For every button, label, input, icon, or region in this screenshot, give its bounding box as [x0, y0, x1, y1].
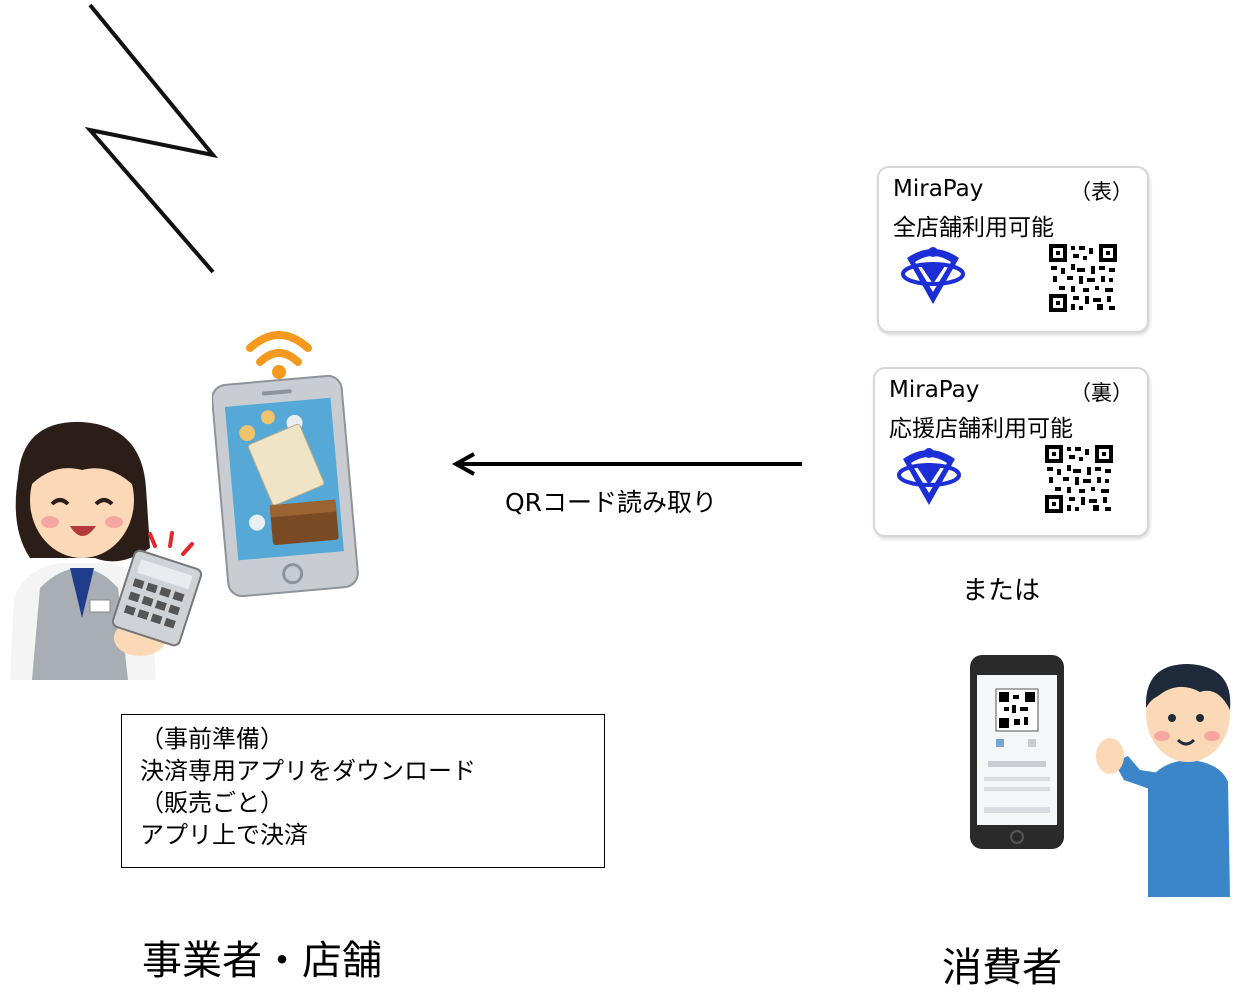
- notes-line: （事前準備）: [140, 725, 284, 753]
- merchant-clerk-illustration: [10, 421, 203, 680]
- qr-code-icon: [1045, 445, 1113, 513]
- merchant-label: 事業者・店舗: [142, 938, 382, 984]
- consumer-person-illustration: [1096, 664, 1231, 897]
- card-brand: MiraPay: [893, 176, 984, 202]
- emblem-logo-icon: [897, 448, 961, 505]
- notes-line: （販売ごと）: [140, 789, 284, 817]
- signal-zigzag-icon: [84, 3, 219, 274]
- card-side-label: （裏）: [1070, 381, 1133, 405]
- mirapay-card-back: MiraPay （裏） 応援店舗利用可能: [873, 367, 1149, 537]
- arrow-label: QRコード読み取り: [505, 488, 718, 517]
- merchant-smartphone-illustration: [212, 331, 359, 598]
- emblem-logo-icon: [901, 247, 965, 304]
- card-description: 全店舗利用可能: [893, 215, 1054, 241]
- qr-read-arrow: [451, 452, 802, 476]
- card-description: 応援店舗利用可能: [889, 416, 1073, 442]
- mirapay-card-front: MiraPay （表） 全店舗利用可能: [877, 166, 1149, 333]
- or-label: または: [962, 576, 1041, 606]
- notes-line: 決済専用アプリをダウンロード: [140, 757, 476, 785]
- qr-code-icon: [1049, 244, 1117, 312]
- card-side-label: （表）: [1070, 180, 1133, 204]
- card-brand: MiraPay: [889, 377, 980, 403]
- wifi-icon: [246, 331, 312, 366]
- merchant-notes-box: （事前準備） 決済専用アプリをダウンロード （販売ごと） アプリ上で決済: [121, 714, 605, 868]
- consumer-smartphone-illustration: [970, 655, 1064, 849]
- notes-line: アプリ上で決済: [140, 821, 308, 849]
- consumer-label: 消費者: [942, 945, 1062, 991]
